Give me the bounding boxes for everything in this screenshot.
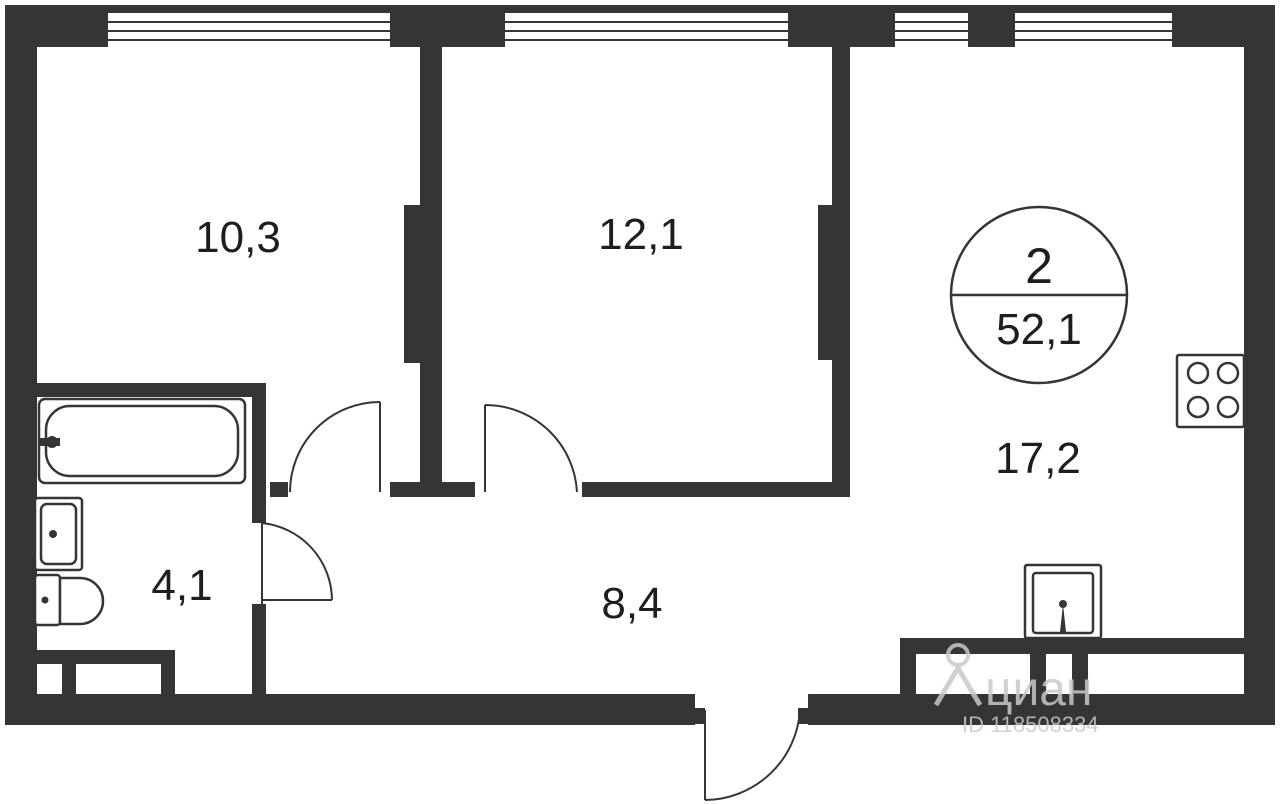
apartment-summary-badge: 2 52,1: [949, 205, 1129, 385]
bathroom-area: 4,1: [151, 561, 212, 610]
outer-walls: [5, 5, 1275, 725]
kitchen-sink: [1023, 563, 1103, 640]
windows: [108, 5, 1172, 41]
bedroom-2-area: 12,1: [598, 210, 684, 259]
bedroom-1-area: 10,3: [195, 213, 281, 262]
bathtub: [37, 397, 247, 485]
interior-walls: [37, 47, 1244, 694]
bathroom-sink: [33, 496, 84, 572]
kitchen-living-area: 17,2: [995, 434, 1081, 483]
stove: [1175, 353, 1246, 429]
cian-logo-icon: [933, 643, 983, 707]
watermark-brand: циан: [985, 663, 1093, 716]
hallway-area: 8,4: [601, 579, 662, 628]
doors: [261, 401, 808, 801]
total-area: 52,1: [996, 305, 1082, 354]
cian-watermark: циан ID 118508334: [933, 643, 1099, 737]
room-count: 2: [1025, 238, 1053, 294]
watermark-id: ID 118508334: [962, 712, 1099, 737]
toilet: [33, 573, 105, 627]
